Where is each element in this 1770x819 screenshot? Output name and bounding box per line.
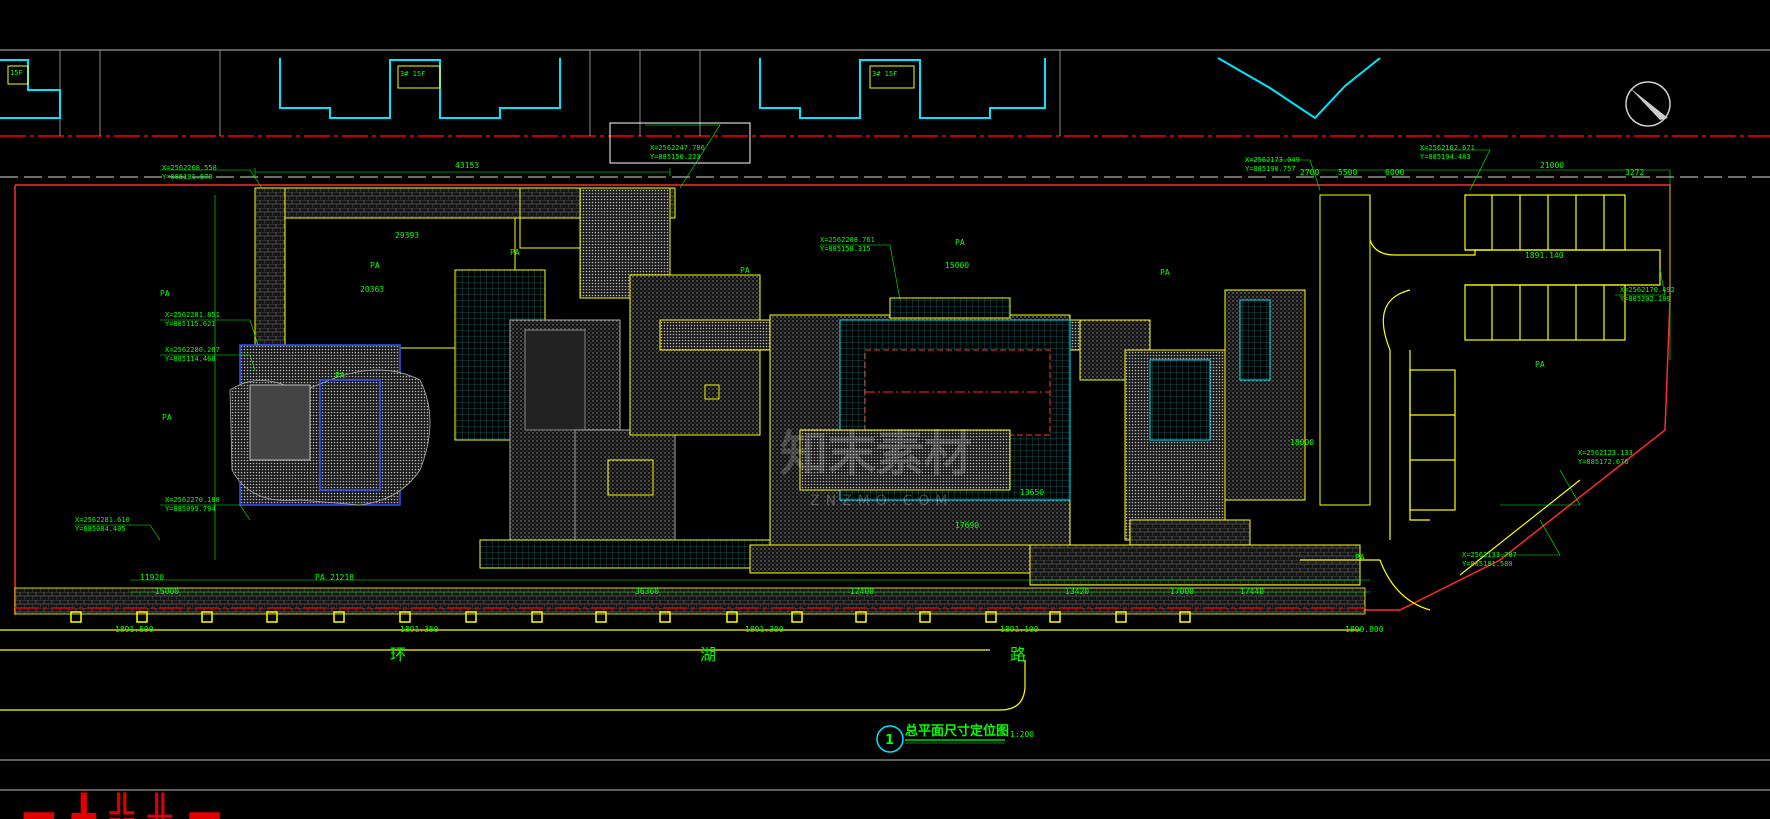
- svg-text:3272: 3272: [1625, 168, 1644, 177]
- svg-text:1891.300: 1891.300: [745, 625, 784, 634]
- svg-text:36360: 36360: [635, 587, 659, 596]
- svg-text:13420: 13420: [1065, 587, 1089, 596]
- watermark: 知末素材 ZNZMO.COM: [780, 426, 972, 509]
- coord-label: X=2562268.558: [162, 164, 217, 172]
- svg-text:PA: PA: [335, 371, 345, 380]
- coord-label: X=2562170.492: [1620, 286, 1675, 294]
- coord-label: X=2562162.671: [1420, 144, 1475, 152]
- svg-text:PA: PA: [1535, 360, 1545, 369]
- coord-label: Y=885190.757: [1245, 165, 1296, 173]
- svg-text:1891.100: 1891.100: [1000, 625, 1039, 634]
- svg-text:17690: 17690: [955, 521, 979, 530]
- svg-text:PA: PA: [955, 238, 965, 247]
- coord-label: Y=885191.570: [162, 173, 213, 181]
- pa-labels: PA PA PA PA PA PA PA PA PA PA PA: [160, 238, 1545, 582]
- road-char-2: 湖: [700, 645, 716, 664]
- coord-label: X=2562208.761: [820, 236, 875, 244]
- coord-label: X=2562173.049: [1245, 156, 1300, 164]
- svg-text:17000: 17000: [1170, 587, 1194, 596]
- svg-text:PA: PA: [740, 266, 750, 275]
- north-arrow-icon: [1625, 81, 1671, 127]
- svg-text:17440: 17440: [1240, 587, 1264, 596]
- coord-label: Y=885172.676: [1578, 458, 1629, 466]
- road-char-1: 环: [390, 645, 406, 664]
- svg-text:5500: 5500: [1338, 168, 1357, 177]
- tree-pits: [70, 611, 1191, 623]
- drawing-title: 总平面尺寸定位图: [905, 723, 1009, 739]
- svg-text:1891.140: 1891.140: [1525, 251, 1564, 260]
- svg-text:1890.800: 1890.800: [1345, 625, 1384, 634]
- svg-text:21218: 21218: [330, 573, 354, 582]
- svg-text:15000: 15000: [945, 261, 969, 270]
- road-edges: [0, 629, 1360, 711]
- coord-label: Y=885099.794: [165, 505, 216, 513]
- coord-label: Y=885115.621: [165, 320, 216, 328]
- coord-label: X=2562133.787: [1462, 551, 1517, 559]
- svg-text:PA: PA: [370, 261, 380, 270]
- central-plaza: [659, 297, 1151, 574]
- svg-text:43153: 43153: [455, 161, 479, 170]
- svg-text:2700: 2700: [1300, 168, 1319, 177]
- svg-text:知末素材: 知末素材: [780, 426, 972, 482]
- coord-label: Y=885202.189: [1620, 295, 1671, 303]
- existing-buildings: [0, 57, 1381, 120]
- svg-text:PA: PA: [315, 573, 325, 582]
- right-plaza: [1029, 194, 1371, 586]
- dimension-texts: 43153 29393 20363 21000 15000 13650 1769…: [115, 161, 1644, 634]
- coord-label: X=2562280.287: [165, 346, 220, 354]
- bottom-red-title: ▬ ╋ ╬ ╫ ▬: [20, 792, 224, 819]
- svg-text:PA: PA: [510, 248, 520, 257]
- drawing-title-block: 1 总平面尺寸定位图 1:200: [876, 723, 1034, 753]
- svg-text:12400: 12400: [850, 587, 874, 596]
- svg-text:6000: 6000: [1385, 168, 1404, 177]
- svg-text:PA: PA: [160, 289, 170, 298]
- sidewalk-band: [14, 587, 1366, 615]
- svg-text:15000: 15000: [155, 587, 179, 596]
- building-label-3: 3# 15F: [872, 70, 897, 78]
- svg-text:1891.500: 1891.500: [115, 625, 154, 634]
- road-char-3: 路: [1010, 645, 1026, 664]
- coord-label: X=2562270.188: [165, 496, 220, 504]
- coord-label: X=2562247.786: [650, 144, 705, 152]
- bottom-border: ▬ ╋ ╬ ╫ ▬: [0, 759, 1770, 819]
- leader-lines: [75, 124, 1666, 556]
- svg-text:20363: 20363: [360, 285, 384, 294]
- coord-label: Y=885084.405: [75, 525, 126, 533]
- building-label-1: 15F: [10, 69, 23, 77]
- svg-text:PA: PA: [1355, 553, 1365, 562]
- coord-label: X=2562281.610: [75, 516, 130, 524]
- svg-text:PA: PA: [1160, 268, 1170, 277]
- road-name: 环 湖 路: [390, 645, 1026, 664]
- left-garden-block: [229, 122, 801, 569]
- coord-label: Y=885114.468: [165, 355, 216, 363]
- coord-label: Y=885181.580: [1462, 560, 1513, 568]
- coord-label: Y=885194.483: [1420, 153, 1471, 161]
- building-label-2: 3# 15F: [400, 70, 425, 78]
- svg-text:11920: 11920: [140, 573, 164, 582]
- svg-text:1891.350: 1891.350: [400, 625, 439, 634]
- drawing-number: 1: [885, 733, 894, 748]
- coord-label: X=2562123.133: [1578, 449, 1633, 457]
- svg-text:PA: PA: [162, 413, 172, 422]
- svg-text:ZNZMO.COM: ZNZMO.COM: [810, 493, 954, 509]
- parking-area: [1300, 194, 1661, 611]
- coord-label: Y=885158.315: [820, 245, 871, 253]
- coordinate-annotations: X=2562268.558 Y=885191.570 X=2562247.786…: [75, 144, 1675, 568]
- coord-label: Y=885156.223: [650, 153, 701, 161]
- dimension-lines: [130, 168, 1671, 593]
- svg-text:21000: 21000: [1540, 161, 1564, 170]
- svg-text:13650: 13650: [1020, 488, 1044, 497]
- coord-label: X=2562281.851: [165, 311, 220, 319]
- drawing-scale: 1:200: [1010, 730, 1034, 739]
- top-border: [0, 49, 1770, 178]
- svg-text:29393: 29393: [395, 231, 419, 240]
- svg-text:18000: 18000: [1290, 438, 1314, 447]
